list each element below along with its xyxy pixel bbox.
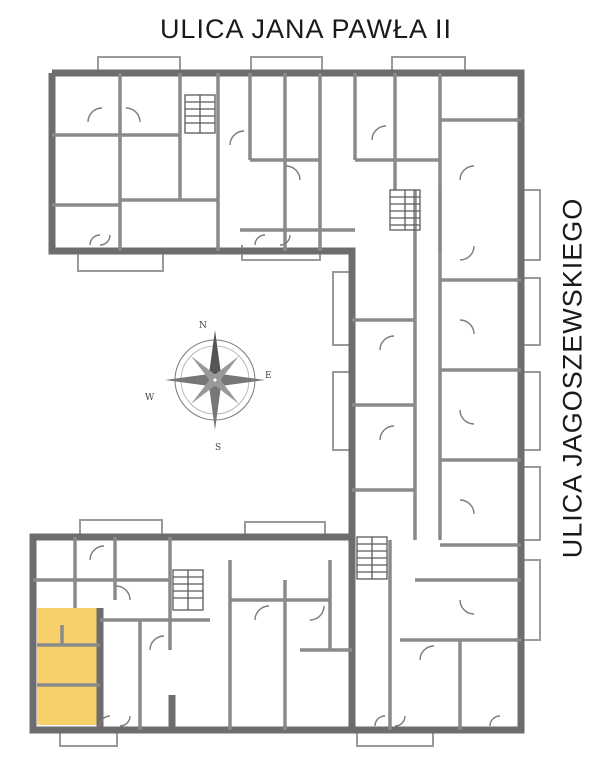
compass-west: W [145,393,155,403]
highlighted-apartment[interactable] [37,608,100,725]
compass-south: S [215,443,221,453]
compass-north: N [199,321,207,331]
interior-walls-bottom [33,537,352,730]
compass-rose: N E S W [145,321,272,453]
compass-east: E [265,371,272,381]
balconies [59,56,541,747]
outer-walls [29,69,525,734]
doors [87,107,501,727]
street-label-top: ULICA JANA PAWŁA II [159,14,453,44]
interior-walls-top [52,73,521,251]
interior-walls-right [352,190,521,730]
stairwells [172,94,421,611]
